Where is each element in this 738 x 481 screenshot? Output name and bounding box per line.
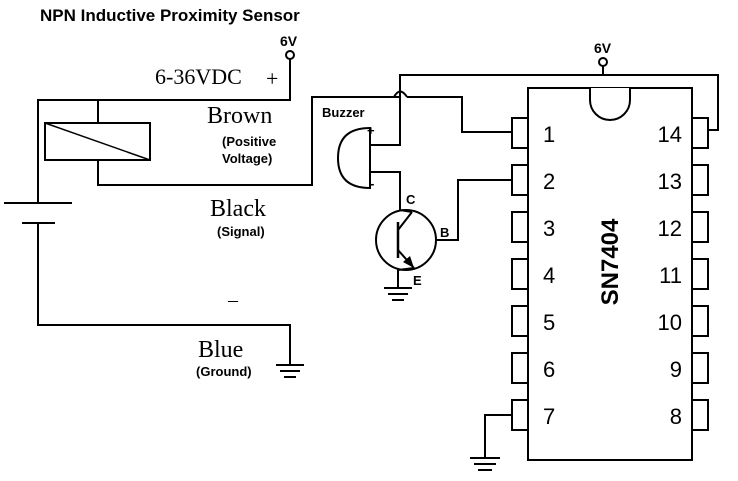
ic-pin-9: 9 bbox=[670, 357, 682, 382]
ic-pin-1: 1 bbox=[543, 122, 555, 147]
ic-pin-13: 13 bbox=[658, 169, 682, 194]
ground-symbol-transistor bbox=[384, 287, 412, 301]
ground-symbol-left bbox=[276, 364, 304, 378]
transistor-emitter-label: E bbox=[413, 273, 422, 288]
ic-pin-11: 11 bbox=[659, 263, 682, 288]
sensor-wiring bbox=[4, 50, 400, 365]
buzzer-minus: - bbox=[370, 176, 374, 191]
ic-name: SN7404 bbox=[597, 218, 624, 305]
ic-right-pin-stubs bbox=[691, 117, 709, 431]
ic-pin-6: 6 bbox=[543, 357, 555, 382]
buzzer-label: Buzzer bbox=[322, 105, 365, 120]
supply-label-left: 6V bbox=[280, 33, 298, 49]
wire-brown-label: Brown bbox=[207, 103, 272, 129]
sensor-coil-symbol bbox=[44, 122, 151, 161]
wire-blue-sub: (Ground) bbox=[196, 364, 252, 379]
ic-pin-10: 10 bbox=[658, 310, 682, 335]
ic-left-pin-stubs bbox=[511, 117, 529, 431]
buzzer-symbol bbox=[336, 97, 401, 210]
ic-pin-14: 14 bbox=[658, 122, 682, 147]
positive-sign: + bbox=[266, 66, 278, 91]
ic-pin-3: 3 bbox=[543, 216, 555, 241]
wire-black-sub: (Signal) bbox=[217, 224, 265, 239]
supply-label-right: 6V bbox=[594, 40, 612, 56]
ground-symbol-ic bbox=[470, 414, 512, 471]
ic-pin-12: 12 bbox=[658, 216, 682, 241]
npn-transistor bbox=[375, 179, 512, 288]
ic-pin-8: 8 bbox=[670, 404, 682, 429]
negative-sign: – bbox=[227, 289, 239, 311]
transistor-collector-label: C bbox=[406, 192, 416, 207]
wire-blue-label: Blue bbox=[198, 337, 243, 363]
ic-pin-4: 4 bbox=[543, 263, 555, 288]
ic-pin-5: 5 bbox=[543, 310, 555, 335]
transistor-base-label: B bbox=[440, 225, 449, 240]
ic-pin-7: 7 bbox=[543, 404, 555, 429]
top-rail bbox=[393, 57, 719, 133]
wire-black-label: Black bbox=[210, 196, 266, 222]
buzzer-plus: + bbox=[367, 123, 375, 138]
wire-brown-sub2: Voltage) bbox=[222, 151, 272, 166]
voltage-range-label: 6-36VDC bbox=[155, 64, 242, 89]
ic-pin-2: 2 bbox=[543, 169, 555, 194]
diagram-title: NPN Inductive Proximity Sensor bbox=[40, 6, 300, 25]
wire-brown-sub: (Positive bbox=[222, 134, 276, 149]
